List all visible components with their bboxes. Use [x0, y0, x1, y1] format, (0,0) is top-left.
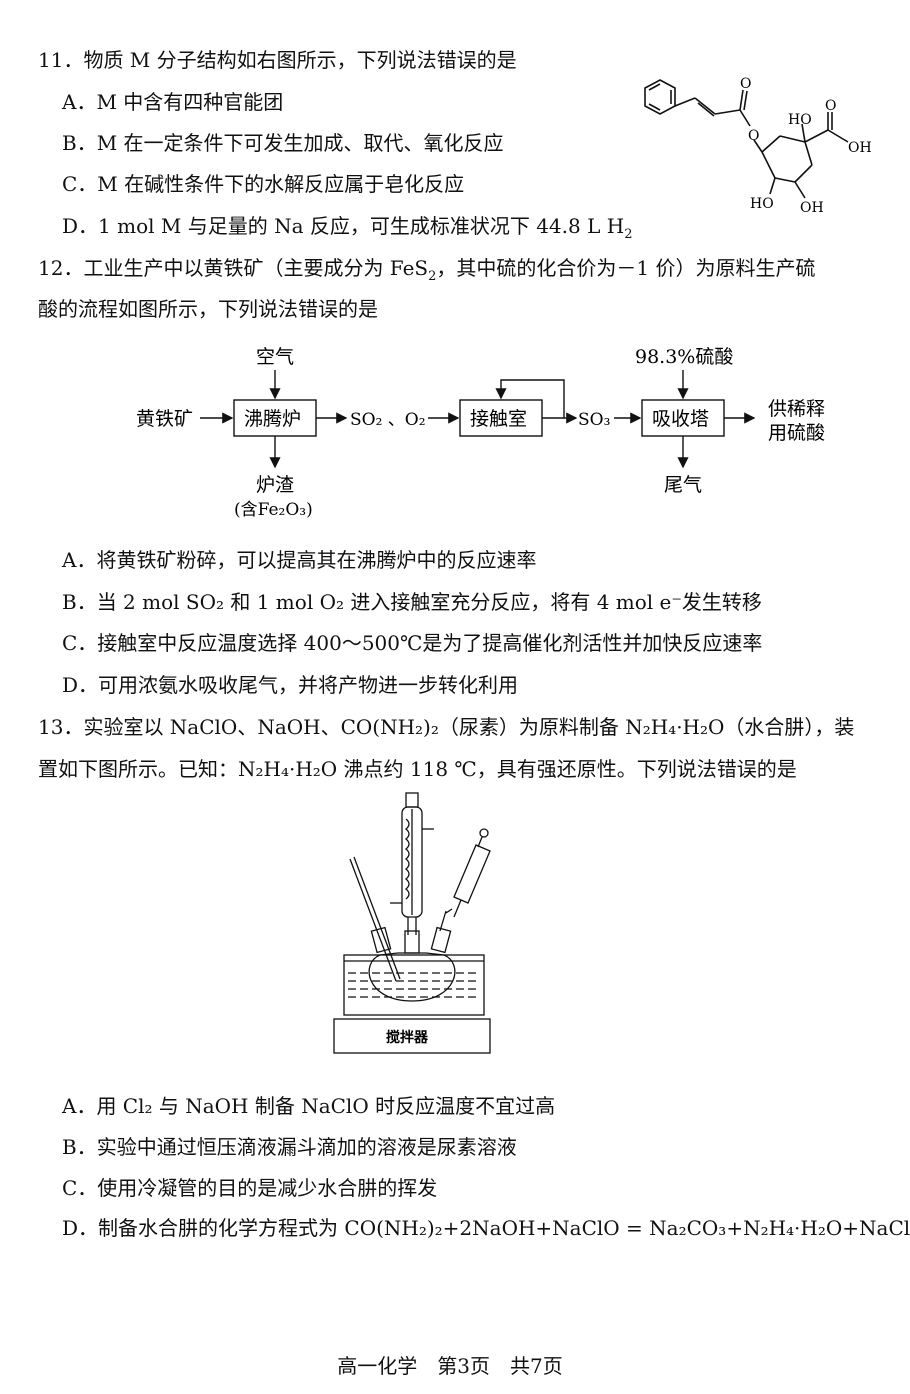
q13-option-c: C．使用冷凝管的目的是减少水合肼的挥发	[62, 1176, 438, 1200]
hydroxyl-label-top: HO	[788, 112, 812, 128]
molecule-m-structure: O O HO O OH HO OH	[644, 76, 872, 216]
hydroxyl-label-left: HO	[750, 196, 774, 212]
flow-furnace-label: 沸腾炉	[244, 408, 301, 430]
hydroxyl-label-right: OH	[800, 200, 824, 216]
acid-hydroxyl-label: OH	[848, 140, 872, 156]
q13-option-d: D．制备水合肼的化学方程式为 CO(NH₂)₂+2NaOH+NaClO = Na…	[62, 1216, 910, 1240]
flow-contact-label: 接触室	[470, 408, 527, 430]
q11-option-d: D．1 mol M 与足量的 Na 反应，可生成标准状况下 44.8 L H2	[62, 214, 633, 242]
q13-option-b: B．实验中通过恒压滴液漏斗滴加的溶液是尿素溶液	[62, 1135, 517, 1159]
q12-option-a: A．将黄铁矿粉碎，可以提高其在沸腾炉中的反应速率	[62, 548, 537, 572]
q12-stem-line1: 12．工业生产中以黄铁矿（主要成分为 FeS2，其中硫的化合价为－1 价）为原料…	[38, 256, 816, 284]
sulfuric-acid-flow-diagram: 空气 黄铁矿 沸腾炉 SO₂ 、O₂ 接触室 SO₃ 98.3%硫酸 吸收塔 供…	[136, 346, 825, 520]
flow-output-line1: 供稀释	[768, 398, 825, 420]
q12-option-c: C．接触室中反应温度选择 400～500℃是为了提高催化剂活性并加快反应速率	[62, 631, 763, 655]
flow-ore-label: 黄铁矿	[136, 408, 193, 430]
q11-option-c: C．M 在碱性条件下的水解反应属于皂化反应	[62, 172, 465, 196]
q11-option-b: B．M 在一定条件下可发生加成、取代、氧化反应	[62, 131, 504, 155]
stirrer-label: 搅拌器	[386, 1029, 429, 1046]
flow-slag-note: (含Fe₂O₃)	[234, 500, 313, 520]
q11-stem: 11．物质 M 分子结构如右图所示，下列说法错误的是	[38, 48, 517, 72]
flow-output-line2: 用硫酸	[768, 422, 825, 444]
flow-acid-label: 98.3%硫酸	[635, 346, 733, 368]
flow-tail-label: 尾气	[664, 474, 702, 496]
page-footer: 高一化学 第3页 共7页	[337, 1354, 563, 1378]
flow-air-label: 空气	[256, 346, 294, 368]
q13-option-a: A．用 Cl₂ 与 NaOH 制备 NaClO 时反应温度不宜过高	[62, 1094, 556, 1118]
flow-so3-label: SO₃	[578, 410, 610, 430]
q13-stem-line2: 置如下图所示。已知：N₂H₄·H₂O 沸点约 118 ℃，具有强还原性。下列说法…	[38, 757, 797, 781]
q12-option-d: D．可用浓氨水吸收尾气，并将产物进一步转化利用	[62, 673, 519, 697]
acid-oxygen-label: O	[825, 98, 836, 114]
q12-option-b: B．当 2 mol SO₂ 和 1 mol O₂ 进入接触室充分反应，将有 4 …	[62, 590, 762, 614]
q11-option-a: A．M 中含有四种官能团	[62, 90, 284, 114]
flow-slag-label: 炉渣	[256, 474, 294, 496]
hydrazine-apparatus-figure: 搅拌器	[333, 792, 491, 1054]
q12-stem-line2: 酸的流程如图所示，下列说法错误的是	[38, 297, 378, 321]
flow-so2-o2-label: SO₂ 、O₂	[350, 410, 426, 430]
q13-stem-line1: 13．实验室以 NaClO、NaOH、CO(NH₂)₂（尿素）为原料制备 N₂H…	[38, 715, 855, 739]
ester-oxygen-label: O	[748, 128, 759, 144]
carbonyl-oxygen-label: O	[740, 76, 751, 92]
flow-tower-label: 吸收塔	[652, 408, 709, 430]
